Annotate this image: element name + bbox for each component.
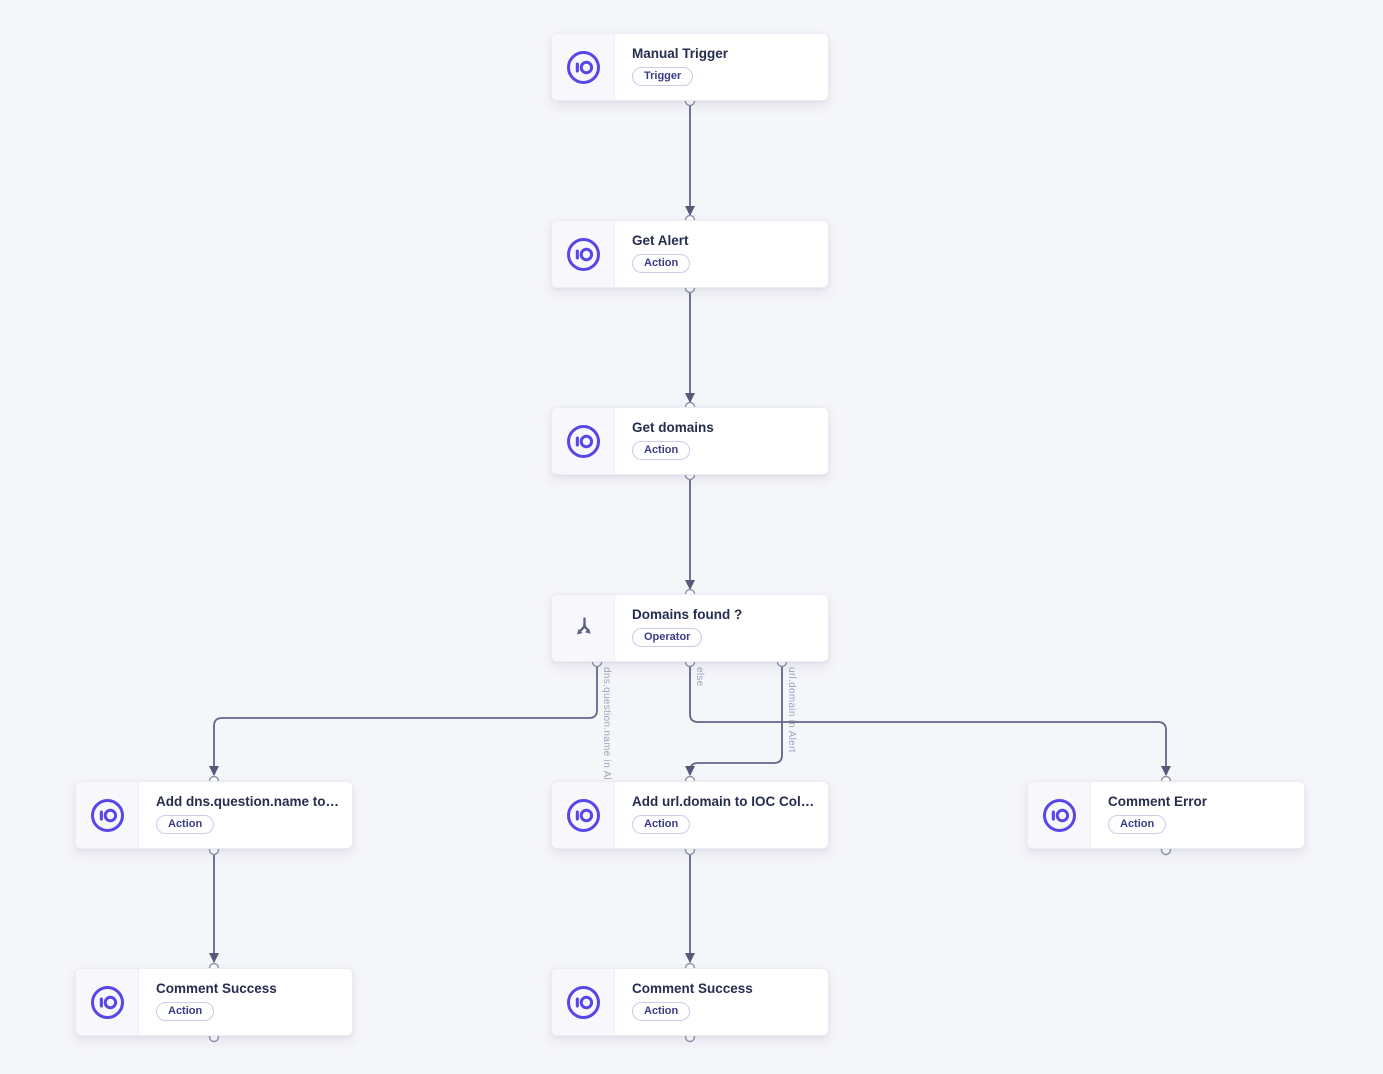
node-body: Add url.domain to IOC Collection Action [615, 782, 828, 848]
sekoia-io-logo-icon [90, 985, 124, 1019]
edge-label-dns-question-name: dns.question.name in Alert [601, 667, 612, 779]
node-body: Comment Error Action [1091, 782, 1304, 848]
node-domains-found[interactable]: Domains found ? Operator [551, 594, 829, 662]
node-title: Add url.domain to IOC Collection [632, 794, 816, 809]
sekoia-io-logo-icon [566, 237, 600, 271]
edge-label-url-domain: url.domain in Alert [786, 667, 797, 753]
sekoia-io-logo-icon [90, 798, 124, 832]
node-type-badge: Operator [632, 628, 703, 647]
node-get-domains[interactable]: Get domains Action [551, 407, 829, 475]
node-body: Get domains Action [615, 408, 828, 474]
node-icon-section [552, 969, 615, 1035]
node-title: Get domains [632, 420, 714, 435]
node-body: Manual Trigger Trigger [615, 34, 828, 100]
sekoia-io-logo-icon [1042, 798, 1076, 832]
node-type-badge: Action [632, 1002, 691, 1021]
node-type-badge: Action [156, 1002, 215, 1021]
node-icon-section [76, 969, 139, 1035]
node-get-alert[interactable]: Get Alert Action [551, 220, 829, 288]
node-type-badge: Action [632, 441, 691, 460]
node-icon-section [76, 782, 139, 848]
node-title: Add dns.question.name to IOC ... [156, 794, 340, 809]
edge-domains-found-to-comment-error[interactable] [689, 666, 1171, 776]
edge-domains-found-to-add-url[interactable] [685, 666, 783, 776]
edge-label-else: else [694, 667, 705, 687]
node-title: Get Alert [632, 233, 689, 248]
node-icon-section [552, 34, 615, 100]
node-icon-section [552, 782, 615, 848]
node-type-badge: Action [1108, 815, 1167, 834]
node-type-badge: Action [632, 254, 691, 273]
node-type-badge: Action [156, 815, 215, 834]
node-type-badge: Action [632, 815, 691, 834]
sekoia-io-logo-icon [566, 50, 600, 84]
node-title: Domains found ? [632, 607, 743, 622]
node-title: Comment Error [1108, 794, 1208, 809]
node-body: Get Alert Action [615, 221, 828, 287]
node-title: Comment Success [156, 981, 277, 996]
node-body: Add dns.question.name to IOC ... Action [139, 782, 352, 848]
node-comment-error[interactable]: Comment Error Action [1027, 781, 1305, 849]
node-icon-section [552, 221, 615, 287]
node-title: Comment Success [632, 981, 753, 996]
sekoia-io-logo-icon [566, 798, 600, 832]
branch-split-icon [577, 617, 591, 635]
node-body: Comment Success Action [139, 969, 352, 1035]
node-add-url-domain-to-ioc[interactable]: Add url.domain to IOC Collection Action [551, 781, 829, 849]
node-icon-section [1028, 782, 1091, 848]
edge-domains-found-to-add-dns[interactable] [209, 666, 598, 776]
node-comment-success-left[interactable]: Comment Success Action [75, 968, 353, 1036]
node-manual-trigger[interactable]: Manual Trigger Trigger [551, 33, 829, 101]
node-body: Domains found ? Operator [615, 595, 828, 661]
sekoia-io-logo-icon [566, 985, 600, 1019]
node-add-dns-question-name-to-ioc[interactable]: Add dns.question.name to IOC ... Action [75, 781, 353, 849]
sekoia-io-logo-icon [566, 424, 600, 458]
node-icon-section [552, 595, 615, 661]
node-title: Manual Trigger [632, 46, 729, 61]
node-type-badge: Trigger [632, 67, 694, 86]
node-icon-section [552, 408, 615, 474]
node-body: Comment Success Action [615, 969, 828, 1035]
node-comment-success-center[interactable]: Comment Success Action [551, 968, 829, 1036]
